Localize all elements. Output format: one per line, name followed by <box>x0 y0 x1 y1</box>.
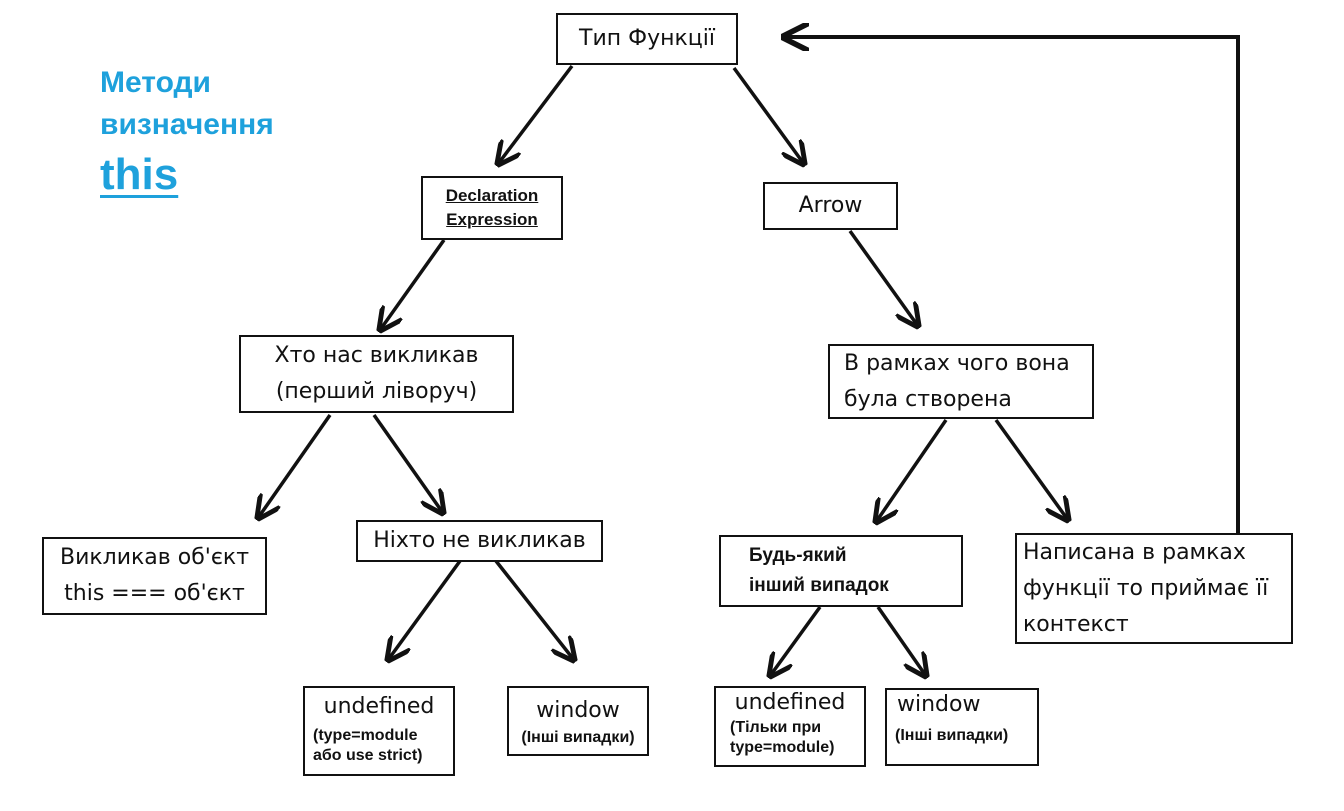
node-undefined-right-note-1: (Тільки при <box>730 719 822 736</box>
edge-type-to-declaration <box>498 64 574 164</box>
edge-written-in-function-back-to-type <box>784 37 1240 533</box>
node-created-context-line-1: В рамках чого вона <box>844 350 1070 376</box>
node-window-left-note: (Інші випадки) <box>521 729 635 746</box>
edge-any-other-to-undefined <box>770 605 822 676</box>
node-any-other-case: Будь-який інший випадок <box>719 535 963 607</box>
edge-arrow-to-created-context <box>848 229 918 326</box>
node-window-right-note: (Інші випадки) <box>895 727 1009 744</box>
node-who-called-line-1: Хто нас викликав <box>274 343 479 368</box>
title-keyword-this: this <box>100 150 179 199</box>
node-written-line-1: Написана в рамках <box>1023 539 1246 565</box>
node-declaration-expression: Declaration Expression <box>421 176 563 240</box>
node-window-right: window (Інші випадки) <box>885 688 1039 766</box>
node-created-context-line-2: була створена <box>844 386 1012 412</box>
edge-declaration-to-who-called <box>380 238 446 330</box>
node-window-right-value: window <box>897 692 981 717</box>
node-undefined-right-value: undefined <box>734 690 846 715</box>
diagram-title: Методи визначення this <box>100 62 274 204</box>
edge-context-to-any-other <box>876 419 948 522</box>
node-who-called: Хто нас викликав (перший ліворуч) <box>239 335 514 413</box>
node-window-left: window (Інші випадки) <box>507 686 649 756</box>
edge-any-other-to-window <box>876 606 926 676</box>
node-function-type: Тип Функції <box>556 13 738 65</box>
edge-context-to-written-in-function <box>994 418 1068 520</box>
node-undefined-right: undefined (Тільки при type=module) <box>714 686 866 767</box>
title-line-2: визначення <box>100 108 274 141</box>
node-object-called-line-1: Викликав об'єкт <box>59 545 250 570</box>
title-line-1: Методи <box>100 66 211 99</box>
edge-who-called-to-object <box>258 413 332 518</box>
node-function-type-label: Тип Функції <box>579 26 715 51</box>
node-arrow-label: Arrow <box>798 193 863 218</box>
node-object-called: Викликав об'єкт this === об'єкт <box>42 537 267 615</box>
node-nobody-called: Ніхто не викликав <box>356 520 603 562</box>
node-arrow: Arrow <box>763 182 898 230</box>
node-who-called-line-2: (перший ліворуч) <box>275 379 478 404</box>
node-any-other-line-1: Будь-який <box>749 545 847 566</box>
node-written-in-function: Написана в рамках функції то приймає її … <box>1015 533 1293 644</box>
node-declaration-label: Declaration <box>445 186 539 205</box>
node-object-called-line-2: this === об'єкт <box>64 581 245 606</box>
node-written-line-2: функції то приймає її <box>1023 575 1269 601</box>
node-undefined-left-note-2: або use strict) <box>313 747 423 764</box>
edge-nobody-to-window <box>494 559 574 660</box>
edge-nobody-to-undefined <box>388 559 462 660</box>
node-undefined-left-value: undefined <box>323 694 435 719</box>
node-created-context: В рамках чого вона була створена <box>828 344 1094 419</box>
node-undefined-left: undefined (type=module або use strict) <box>303 686 455 776</box>
node-any-other-line-2: інший випадок <box>749 575 889 596</box>
node-window-left-value: window <box>536 698 620 723</box>
edge-type-to-arrow <box>732 66 804 164</box>
node-expression-label: Expression <box>446 210 538 229</box>
node-undefined-right-note-2: type=module) <box>730 739 835 756</box>
node-written-line-3: контекст <box>1023 611 1129 637</box>
edge-who-called-to-nobody <box>372 413 443 513</box>
node-undefined-left-note-1: (type=module <box>313 727 418 744</box>
node-nobody-called-label: Ніхто не викликав <box>373 528 586 553</box>
